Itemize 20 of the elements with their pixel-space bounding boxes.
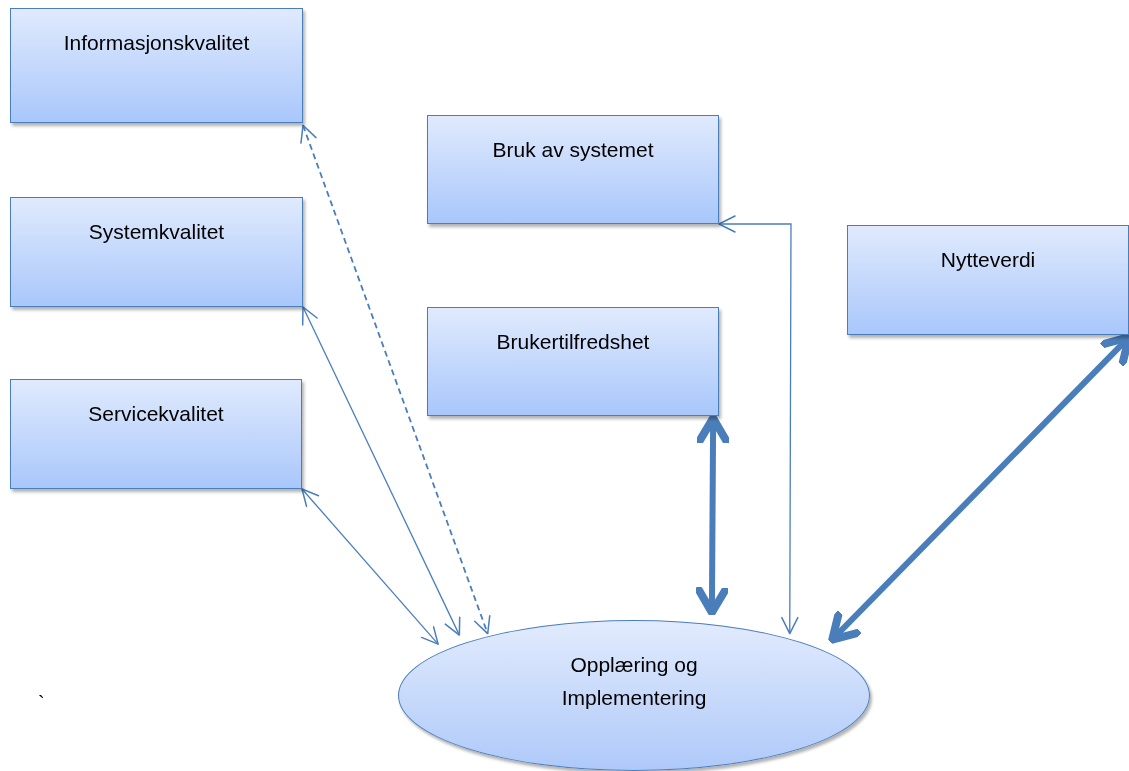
- process-box: [10, 379, 302, 489]
- node-label: Servicekvalitet: [87, 402, 225, 426]
- process-box: [10, 8, 303, 123]
- note-text: `: [38, 692, 45, 715]
- arrow: [718, 215, 799, 635]
- node-label: Nytteverdi: [939, 248, 1037, 272]
- arrow: [300, 124, 491, 635]
- node-label: Systemkvalitet: [87, 220, 226, 244]
- process-box: [427, 307, 719, 416]
- node-label: Informasjonskvalitet: [62, 31, 251, 55]
- process-box: [10, 197, 303, 307]
- node-label: Brukertilfredshet: [495, 330, 651, 354]
- arrow: [301, 488, 439, 645]
- arrow: [695, 414, 730, 617]
- node-label: Bruk av systemet: [491, 138, 655, 162]
- arrow: [301, 306, 461, 636]
- node-label: Opplæring og Implementering: [560, 652, 708, 711]
- arrow: [828, 333, 1129, 644]
- process-box: [427, 115, 719, 224]
- process-box: [847, 225, 1129, 335]
